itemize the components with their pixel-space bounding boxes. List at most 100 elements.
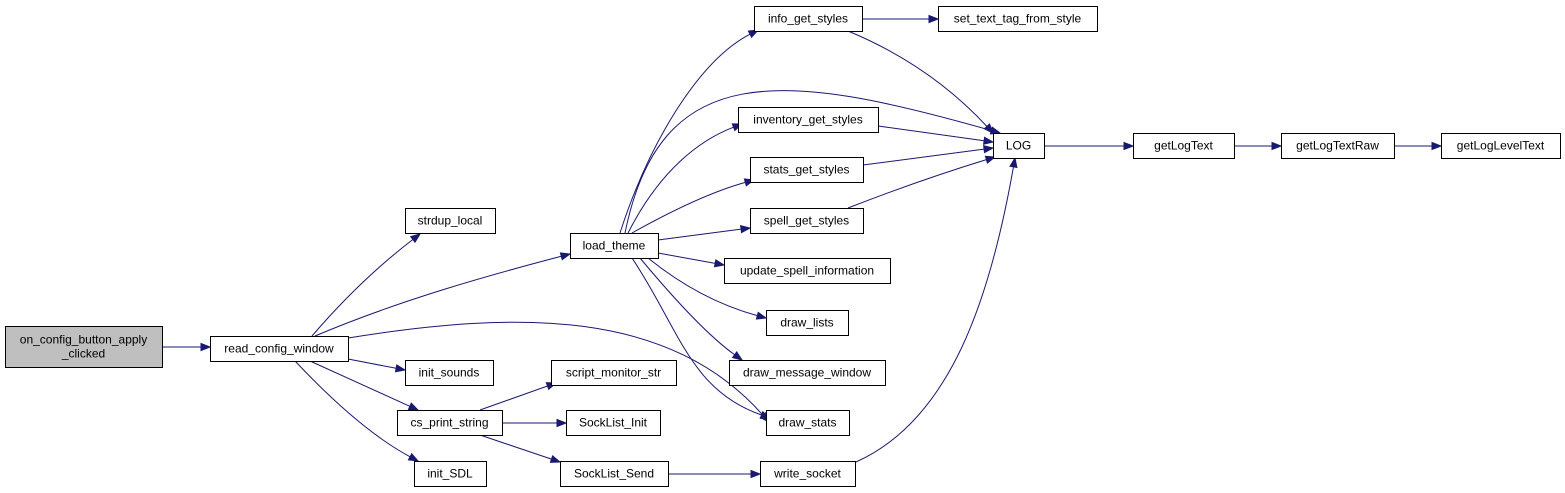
- node-label-draw_stats: draw_stats: [778, 416, 836, 430]
- edge-load_theme-to-draw_message_window: [639, 257, 735, 356]
- node-label-draw_message_window: draw_message_window: [743, 366, 871, 380]
- arrowhead-read_config_window-to-strdup_local: [409, 233, 422, 244]
- node-LOG[interactable]: LOG: [993, 133, 1045, 159]
- edge-load_theme-to-spell_get_styles: [657, 228, 742, 241]
- node-box-getLogLevelText: [1441, 133, 1561, 159]
- edge-read_config_window-to-draw_stats: [347, 321, 764, 416]
- node-label-set_text_tag_from_style: set_text_tag_from_style: [954, 12, 1082, 26]
- node-box-SockList_Init: [566, 410, 661, 436]
- node-box-load_theme: [570, 233, 659, 259]
- node-draw_message_window[interactable]: draw_message_window: [729, 360, 886, 386]
- edge-info_get_styles-to-LOG: [847, 30, 988, 127]
- node-label-on_config_button_apply_clicked-line-1: on_config_button_apply: [20, 333, 147, 347]
- node-write_socket[interactable]: write_socket: [760, 461, 856, 487]
- arrowhead-cs_print_string-to-SockList_Send: [549, 454, 562, 463]
- node-box-draw_stats: [766, 410, 850, 436]
- edge-load_theme-to-info_get_styles: [619, 33, 751, 234]
- node-box-update_spell_information: [724, 258, 891, 284]
- node-box-on_config_button_apply_clicked: [5, 326, 163, 368]
- edge-stats_get_styles-to-LOG: [862, 148, 985, 166]
- node-getLogLevelText[interactable]: getLogLevelText: [1441, 133, 1561, 159]
- node-stats_get_styles[interactable]: stats_get_styles: [750, 157, 864, 183]
- node-update_spell_information[interactable]: update_spell_information: [724, 258, 891, 284]
- arrowhead-SockList_Send-to-write_socket: [750, 469, 762, 479]
- node-box-stats_get_styles: [750, 157, 864, 183]
- node-strdup_local[interactable]: strdup_local: [405, 208, 496, 234]
- node-label-getLogText: getLogText: [1154, 139, 1213, 153]
- arrowhead-cs_print_string-to-SockList_Init: [556, 418, 568, 428]
- arrowhead-spell_get_styles-to-LOG: [984, 155, 997, 164]
- node-label-load_theme: load_theme: [583, 239, 646, 253]
- node-label-script_monitor_str: script_monitor_str: [566, 366, 661, 380]
- node-box-init_SDL: [414, 461, 487, 487]
- arrowhead-stats_get_styles-to-LOG: [983, 145, 995, 154]
- node-label-spell_get_styles: spell_get_styles: [764, 214, 849, 228]
- arrowhead-on_config_button_apply_clicked-to-read_config_window: [200, 342, 212, 352]
- arrowhead-getLogText-to-getLogTextRaw: [1271, 141, 1283, 151]
- node-init_SDL[interactable]: init_SDL: [414, 461, 487, 487]
- arrowhead-write_socket-to-LOG: [1009, 156, 1018, 169]
- node-box-write_socket: [760, 461, 856, 487]
- edge-read_config_window-to-init_sounds: [347, 358, 397, 369]
- node-label-LOG: LOG: [1006, 139, 1031, 153]
- edge-read_config_window-to-init_SDL: [294, 360, 411, 458]
- node-box-script_monitor_str: [551, 360, 677, 386]
- arrowhead-load_theme-to-draw_message_window: [731, 351, 744, 361]
- edge-cs_print_string-to-script_monitor_str: [479, 385, 548, 411]
- edge-inventory_get_styles-to-LOG: [877, 125, 985, 142]
- node-read_config_window[interactable]: read_config_window: [210, 336, 349, 362]
- node-box-inventory_get_styles: [738, 107, 879, 133]
- edge-read_config_window-to-load_theme: [314, 255, 562, 337]
- arrowhead-read_config_window-to-init_sounds: [394, 364, 407, 373]
- node-box-read_config_window: [210, 336, 349, 362]
- node-box-getLogTextRaw: [1281, 133, 1395, 159]
- node-set_text_tag_from_style[interactable]: set_text_tag_from_style: [938, 6, 1098, 32]
- node-label-info_get_styles: info_get_styles: [768, 12, 848, 26]
- arrowhead-LOG-to-getLogText: [1123, 141, 1135, 151]
- node-getLogText[interactable]: getLogText: [1133, 133, 1235, 159]
- node-box-SockList_Send: [560, 461, 669, 487]
- edge-load_theme-to-stats_get_styles: [631, 181, 746, 234]
- arrowhead-info_get_styles-to-set_text_tag_from_style: [928, 14, 940, 24]
- node-label-init_sounds: init_sounds: [419, 366, 480, 380]
- arrowhead-read_config_window-to-init_SDL: [407, 452, 420, 462]
- arrowhead-load_theme-to-update_spell_information: [713, 259, 726, 268]
- node-label-read_config_window: read_config_window: [224, 342, 334, 356]
- node-label-init_SDL: init_SDL: [427, 467, 473, 481]
- call-graph-edges: [162, 14, 1443, 479]
- node-draw_stats[interactable]: draw_stats: [766, 410, 850, 436]
- node-label-stats_get_styles: stats_get_styles: [763, 163, 849, 177]
- node-cs_print_string[interactable]: cs_print_string: [397, 410, 503, 436]
- node-label-SockList_Init: SockList_Init: [579, 416, 648, 430]
- node-spell_get_styles[interactable]: spell_get_styles: [750, 208, 864, 234]
- node-script_monitor_str[interactable]: script_monitor_str: [551, 360, 677, 386]
- node-getLogTextRaw[interactable]: getLogTextRaw: [1281, 133, 1395, 159]
- arrowhead-read_config_window-to-cs_print_string: [407, 402, 420, 411]
- edge-cs_print_string-to-SockList_Send: [479, 434, 552, 460]
- node-init_sounds[interactable]: init_sounds: [405, 360, 494, 386]
- edge-read_config_window-to-strdup_local: [311, 239, 414, 337]
- node-SockList_Init[interactable]: SockList_Init: [566, 410, 661, 436]
- node-inventory_get_styles[interactable]: inventory_get_styles: [738, 107, 879, 133]
- arrowhead-load_theme-to-draw_lists: [755, 311, 768, 320]
- node-on_config_button_apply_clicked[interactable]: on_config_button_apply_clicked: [5, 326, 163, 368]
- node-draw_lists[interactable]: draw_lists: [766, 310, 849, 336]
- arrowhead-info_get_styles-to-LOG: [983, 123, 994, 135]
- node-label-getLogTextRaw: getLogTextRaw: [1296, 139, 1379, 153]
- node-box-LOG: [993, 133, 1045, 159]
- arrowhead-inventory_get_styles-to-LOG: [982, 136, 995, 145]
- node-box-strdup_local: [405, 208, 496, 234]
- edge-write_socket-to-LOG: [855, 166, 1014, 463]
- node-label-on_config_button_apply_clicked-line-2: _clicked: [61, 347, 105, 361]
- edge-load_theme-to-update_spell_information: [657, 252, 716, 264]
- node-box-spell_get_styles: [750, 208, 864, 234]
- node-label-update_spell_information: update_spell_information: [740, 264, 874, 278]
- node-info_get_styles[interactable]: info_get_styles: [754, 6, 863, 32]
- edge-load_theme-to-draw_stats: [631, 257, 762, 416]
- node-label-draw_lists: draw_lists: [780, 316, 833, 330]
- node-load_theme[interactable]: load_theme: [570, 233, 659, 259]
- node-SockList_Send[interactable]: SockList_Send: [560, 461, 669, 487]
- edge-load_theme-to-draw_lists: [647, 257, 758, 317]
- node-label-SockList_Send: SockList_Send: [574, 467, 654, 481]
